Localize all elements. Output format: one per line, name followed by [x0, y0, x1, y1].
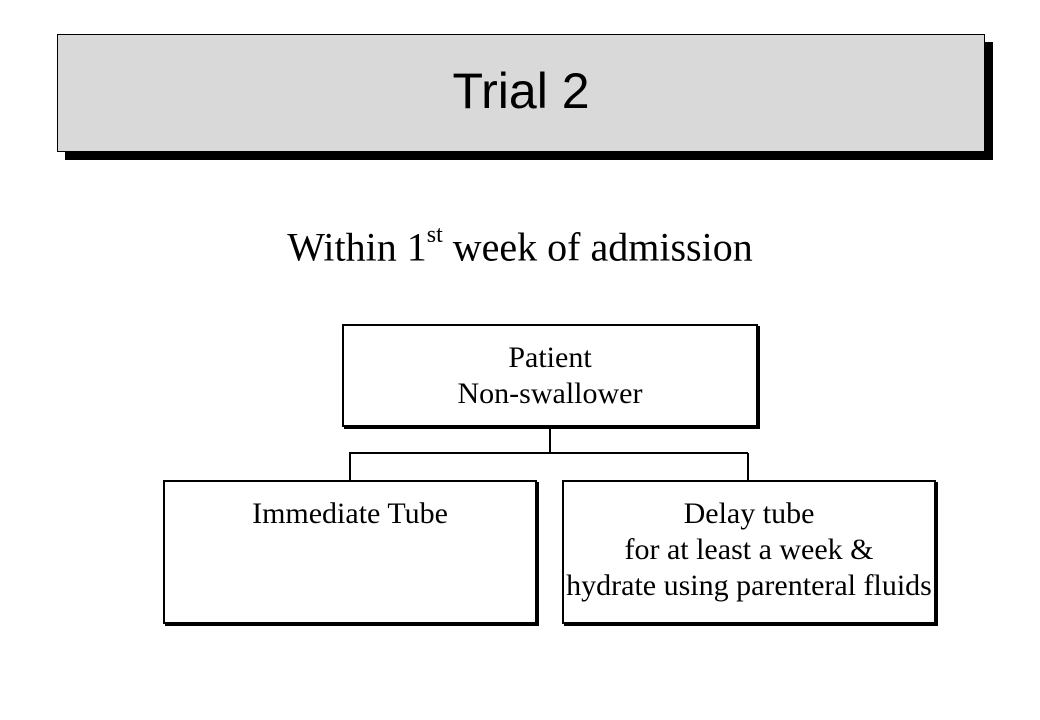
node-delay-tube: Delay tube for at least a week & hydrate…: [562, 480, 936, 624]
node-patient-non-swallower: Patient Non-swallower: [342, 324, 758, 427]
node-line: Non-swallower: [457, 377, 643, 410]
node-line: for at least a week &: [624, 533, 874, 566]
node-line: Delay tube: [683, 497, 815, 530]
slide-title: Trial 2: [452, 63, 590, 119]
node-immediate-tube: Immediate Tube: [163, 480, 537, 624]
title-banner: Trial 2: [57, 34, 985, 152]
subtitle-prefix: Within 1: [287, 224, 427, 270]
slide-subtitle: Within 1st week of admission: [0, 214, 1040, 272]
subtitle-superscript: st: [426, 222, 443, 248]
subtitle-suffix: week of admission: [442, 224, 753, 270]
node-line: hydrate using parenteral fluids: [566, 569, 932, 602]
node-line: Immediate Tube: [252, 497, 448, 530]
node-line: Patient: [508, 341, 592, 374]
